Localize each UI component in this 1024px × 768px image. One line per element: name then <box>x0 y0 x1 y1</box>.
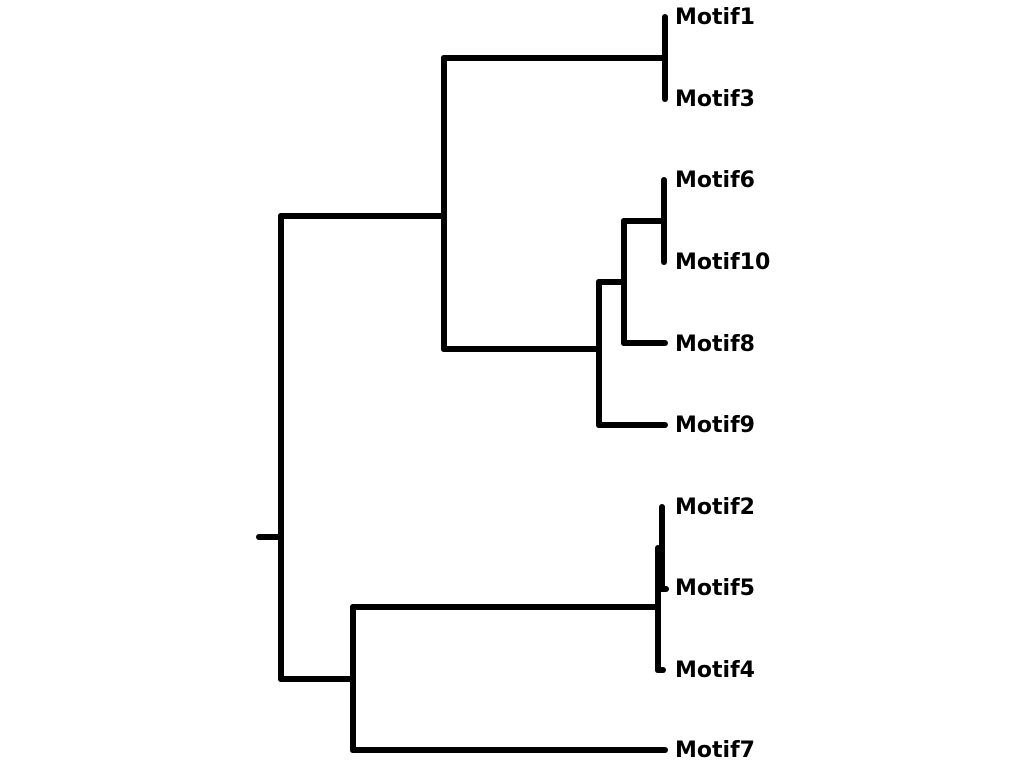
leaf-label-motif10: Motif10 <box>675 250 770 275</box>
leaf-label-motif9: Motif9 <box>675 413 755 438</box>
leaf-label-motif4: Motif4 <box>675 658 755 683</box>
leaf-label-motif1: Motif1 <box>675 5 755 30</box>
leaf-label-motif7: Motif7 <box>675 738 755 763</box>
leaf-label-motif8: Motif8 <box>675 332 755 357</box>
leaf-label-motif5: Motif5 <box>675 576 755 601</box>
leaf-label-motif6: Motif6 <box>675 168 755 193</box>
leaf-label-motif2: Motif2 <box>675 495 755 520</box>
leaf-label-motif3: Motif3 <box>675 87 755 112</box>
